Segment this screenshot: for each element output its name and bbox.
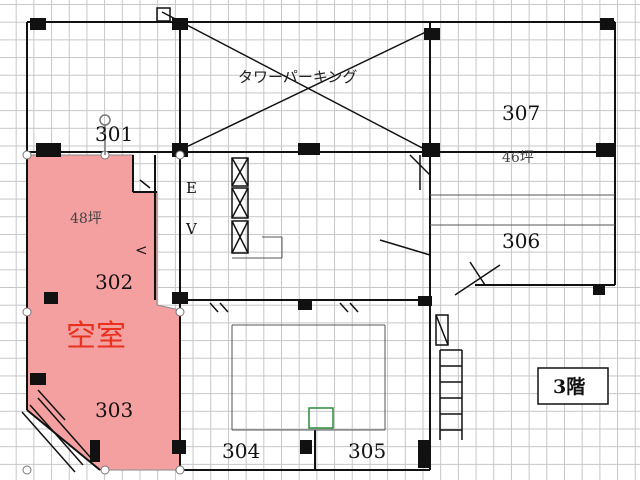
tower-parking-label: タワーパーキング: [238, 68, 357, 86]
bracket-mark: <: [135, 241, 148, 259]
elevator-e: E: [186, 179, 197, 197]
stairs: [435, 314, 463, 440]
door-marks: [139, 154, 501, 313]
vacant-status: 空室: [66, 319, 126, 354]
room-307-area: 46坪: [502, 150, 534, 166]
room-302-area: 48坪: [70, 211, 102, 227]
room-302-number: 302: [95, 270, 133, 294]
room-301-number: 301: [95, 122, 133, 146]
rotate-handle-icon[interactable]: [99, 114, 111, 155]
selection-handles[interactable]: [22, 150, 185, 475]
green-marker: [308, 407, 334, 429]
vacant-area[interactable]: [26, 154, 181, 471]
floor-label-box: [537, 367, 609, 405]
room-304-number: 304: [222, 439, 260, 463]
elevator-v: V: [185, 220, 198, 238]
room-305-number: 305: [348, 439, 386, 463]
columns: [30, 18, 614, 468]
walls: [26, 21, 616, 471]
room-306-number: 306: [502, 229, 540, 253]
lower-left-stairs: [21, 389, 92, 473]
tower-parking-cross: [156, 7, 431, 153]
partitions: [231, 194, 615, 431]
room-307-number: 307: [502, 101, 540, 125]
room-303-number: 303: [95, 398, 133, 422]
floor-label: 3階: [553, 376, 585, 398]
elevator-shafts: [231, 157, 249, 254]
